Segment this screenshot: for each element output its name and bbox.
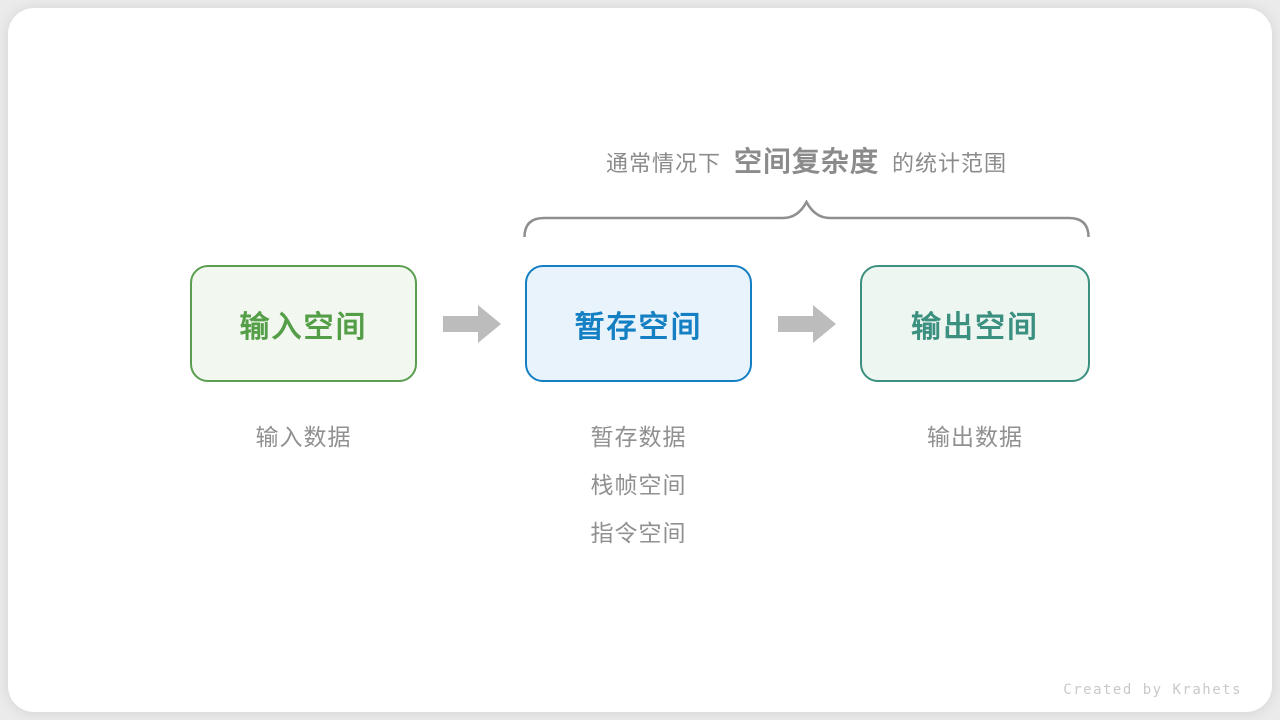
box-output-space: 输出空间	[860, 265, 1090, 382]
box-input-space: 输入空间	[190, 265, 417, 382]
note-line: 栈帧空间	[590, 472, 687, 498]
box-input-space-label: 输入空间	[239, 310, 368, 344]
note-line: 指令空间	[590, 520, 687, 546]
box-temp-space: 暂存空间	[525, 265, 752, 382]
note-line: 输入数据	[255, 424, 352, 450]
box-temp-space-label: 暂存空间	[574, 310, 703, 344]
arrow-right-icon	[778, 305, 836, 343]
note-column-temp: 暂存数据 栈帧空间 指令空间	[525, 413, 752, 557]
arrow-right-icon	[443, 305, 501, 343]
diagram-title: 通常情况下 空间复杂度 的统计范围	[523, 140, 1090, 180]
note-column-output: 输出数据	[860, 413, 1090, 461]
credit-text: Created by Krahets	[1063, 682, 1242, 698]
title-highlight: 空间复杂度	[733, 146, 879, 177]
note-line: 输出数据	[927, 424, 1023, 450]
note-line: 暂存数据	[590, 424, 687, 450]
note-column-input: 输入数据	[190, 413, 417, 461]
title-suffix: 的统计范围	[892, 151, 1008, 176]
title-prefix: 通常情况下	[605, 151, 721, 176]
box-output-space-label: 输出空间	[911, 310, 1039, 344]
scope-brace-icon	[523, 200, 1090, 238]
